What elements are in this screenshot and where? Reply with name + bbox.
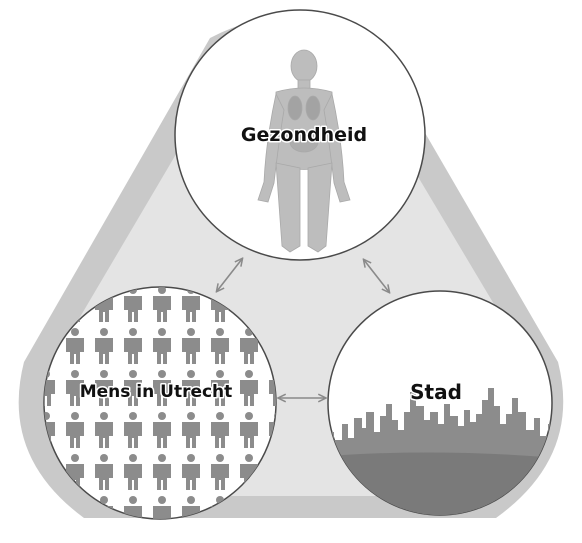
label-health: Gezondheid: [241, 124, 367, 146]
edge-health-city: [364, 260, 389, 292]
person-figure: [153, 370, 171, 406]
person-figure: [124, 412, 142, 448]
person-figure: [269, 370, 276, 406]
person-figure: [124, 454, 142, 490]
person-figure: [153, 496, 171, 519]
person-figure: [124, 370, 142, 406]
person-figure: [153, 412, 171, 448]
human-body-icon: [257, 49, 351, 253]
person-figure: [211, 412, 229, 448]
person-figure: [124, 496, 142, 519]
person-figure: [44, 496, 55, 519]
person-figure: [95, 412, 113, 448]
person-figure: [211, 328, 229, 364]
person-figure: [182, 412, 200, 448]
person-figure: [182, 496, 200, 519]
label-people: Mens in Utrecht: [80, 382, 233, 402]
person-figure: [124, 328, 142, 364]
person-figure: [182, 370, 200, 406]
person-figure: [66, 328, 84, 364]
person-figure: [182, 328, 200, 364]
node-city: Stad: [327, 290, 553, 516]
person-figure: [95, 328, 113, 364]
person-figure: [211, 454, 229, 490]
person-figure: [211, 370, 229, 406]
node-health: Gezondheid: [174, 9, 426, 261]
edge-health-people: [217, 259, 242, 291]
person-figure: [153, 287, 171, 322]
person-figure: [66, 370, 84, 406]
person-figure: [95, 454, 113, 490]
person-figure: [240, 412, 258, 448]
person-figure: [153, 328, 171, 364]
person-figure: [182, 454, 200, 490]
person-figure: [153, 454, 171, 490]
person-figure: [66, 412, 84, 448]
label-city: Stad: [410, 380, 462, 404]
person-figure: [95, 370, 113, 406]
person-figure: [240, 370, 258, 406]
